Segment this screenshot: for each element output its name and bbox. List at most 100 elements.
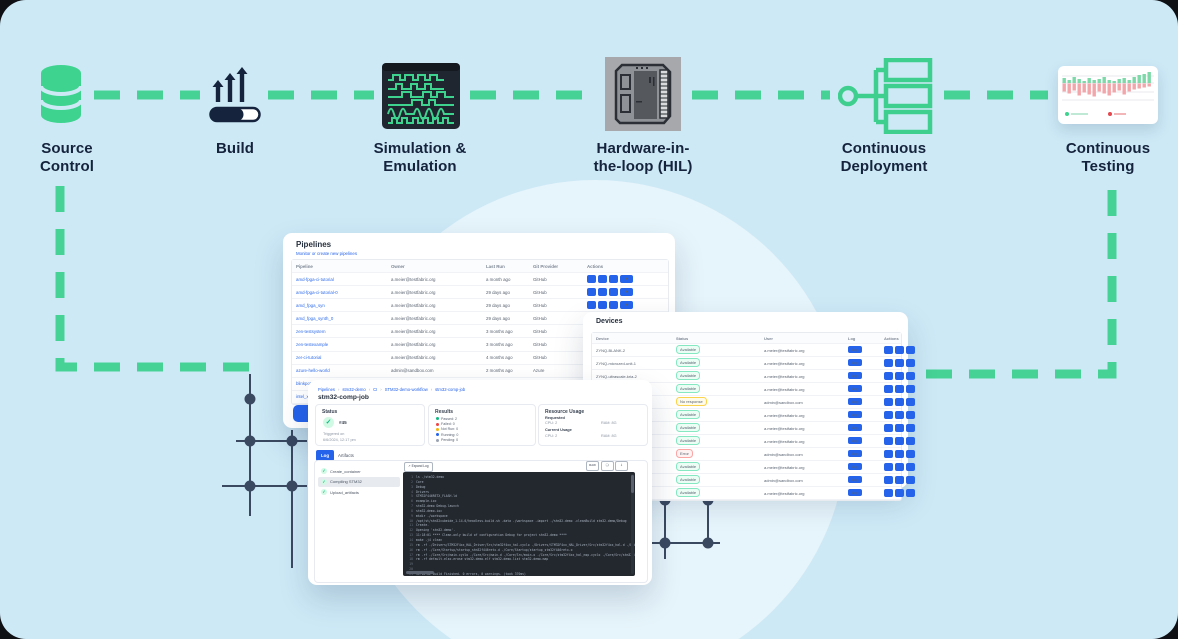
breadcrumb-item[interactable]: Pipelines — [318, 387, 335, 392]
device-action-button[interactable] — [884, 372, 893, 380]
col-device: Device — [596, 335, 609, 341]
pipeline-link[interactable]: amd-fpga-ci-tutorial-0 — [296, 289, 338, 295]
device-status-badge: Available — [676, 436, 701, 445]
device-log-button[interactable]: Log — [848, 358, 862, 367]
pipeline-git-provider: GitHub — [533, 328, 547, 334]
step-check-icon: ✓ — [321, 489, 327, 496]
device-log-button[interactable]: Log — [848, 397, 862, 406]
device-action-button[interactable] — [906, 385, 915, 393]
pipeline-owner: a.meier@testfabric.org — [391, 328, 436, 334]
device-action-button[interactable] — [895, 346, 904, 354]
device-log-button[interactable]: Log — [848, 345, 862, 354]
device-action-button[interactable] — [906, 398, 915, 406]
device-action-button[interactable] — [895, 489, 904, 497]
breadcrumb-separator: › — [368, 387, 371, 392]
pipeline-action-edit-button[interactable] — [609, 301, 618, 309]
device-action-button[interactable] — [884, 385, 893, 393]
pipeline-action-stop-button[interactable] — [598, 275, 607, 283]
device-log-button[interactable]: Log — [848, 371, 862, 380]
device-action-button[interactable] — [884, 437, 893, 445]
device-action-button[interactable] — [895, 476, 904, 484]
device-action-button[interactable] — [884, 489, 893, 497]
pipeline-link[interactable]: intel_xylinx — [296, 394, 318, 400]
pipeline-action-more-button[interactable]: ▾ — [620, 288, 633, 296]
device-log-button[interactable]: Log — [848, 488, 862, 497]
device-action-button[interactable] — [884, 346, 893, 354]
pipeline-link[interactable]: zen-testsystem — [296, 328, 326, 334]
device-action-button[interactable] — [884, 450, 893, 458]
device-action-button[interactable] — [906, 424, 915, 432]
breadcrumb-item[interactable]: stm32-comp-job — [435, 387, 466, 392]
pipeline-link[interactable]: zen-testexample — [296, 342, 329, 348]
device-log-button[interactable]: Log — [848, 384, 862, 393]
device-action-button[interactable] — [884, 424, 893, 432]
tab-log[interactable]: Log — [316, 450, 334, 461]
device-log-button[interactable]: Log — [848, 410, 862, 419]
pipeline-action-edit-button[interactable] — [609, 288, 618, 296]
device-log-button[interactable]: Log — [848, 462, 862, 471]
pipeline-action-stop-button[interactable] — [598, 288, 607, 296]
device-action-button[interactable] — [895, 463, 904, 471]
console-line-text: stm32-demo.ioc — [416, 508, 443, 513]
device-action-button[interactable] — [895, 372, 904, 380]
pipeline-link[interactable]: azure-hello-world — [296, 368, 330, 374]
raw-button[interactable]: RAW — [586, 461, 599, 471]
job-step[interactable]: ✓Compiling STM32 — [318, 476, 400, 488]
pipeline-action-stop-button[interactable] — [598, 301, 607, 309]
pipeline-link[interactable]: zer-ci-tutorial — [296, 355, 322, 361]
pipeline-action-play-button[interactable] — [587, 288, 596, 296]
pipeline-action-more-button[interactable]: ▾ — [620, 275, 633, 283]
download-log-button[interactable]: ⇩ — [615, 461, 628, 471]
pipelines-subtitle-link[interactable]: Monitor or create new pipelines — [296, 251, 358, 256]
device-user: a.meier@testfabric.org — [764, 347, 805, 353]
device-action-button[interactable] — [895, 385, 904, 393]
copy-log-button[interactable]: ❏ — [600, 461, 614, 471]
pipeline-link[interactable]: amd_fpga_synth_0 — [296, 315, 334, 321]
device-action-button[interactable] — [906, 489, 915, 497]
pipeline-action-edit-button[interactable] — [609, 275, 618, 283]
breadcrumb-item[interactable]: CI — [373, 387, 378, 392]
job-step[interactable]: ✓Create_container — [318, 466, 400, 477]
device-action-button[interactable] — [884, 411, 893, 419]
console-hscrollbar[interactable] — [406, 571, 434, 574]
breadcrumb-item[interactable]: stm32-demo — [342, 387, 366, 392]
device-action-button[interactable] — [906, 346, 915, 354]
device-action-button[interactable] — [906, 476, 915, 484]
device-action-button[interactable] — [884, 463, 893, 471]
pipeline-link[interactable]: blinkpot — [296, 381, 312, 387]
pipeline-link[interactable]: amd_fpga_syn — [296, 302, 325, 308]
device-action-button[interactable] — [884, 359, 893, 367]
tab-artifacts[interactable]: Artifacts — [338, 453, 354, 458]
device-action-button[interactable] — [906, 450, 915, 458]
pipeline-action-more-button[interactable]: ▾ — [620, 301, 633, 309]
device-action-button[interactable] — [906, 411, 915, 419]
device-action-button[interactable] — [906, 359, 915, 367]
pipeline-action-play-button[interactable] — [587, 301, 596, 309]
device-action-button[interactable] — [895, 450, 904, 458]
device-action-button[interactable] — [906, 463, 915, 471]
expand-log-button[interactable]: ↗ Expand Log — [404, 462, 433, 472]
device-action-button[interactable] — [906, 437, 915, 445]
device-action-button[interactable] — [895, 424, 904, 432]
device-action-button[interactable] — [884, 476, 893, 484]
col-actions: Actions — [587, 263, 604, 269]
pipeline-action-play-button[interactable] — [587, 275, 596, 283]
device-log-button[interactable]: Log — [848, 436, 862, 445]
job-step[interactable]: ✓Upload_artifacts — [318, 487, 400, 498]
device-log-button[interactable]: Log — [848, 449, 862, 458]
device-log-button[interactable]: Log — [848, 475, 862, 484]
device-action-button[interactable] — [906, 372, 915, 380]
console-vscrollbar[interactable] — [631, 474, 634, 574]
device-action-button[interactable] — [895, 411, 904, 419]
device-action-button[interactable] — [895, 437, 904, 445]
device-log-button[interactable]: Log — [848, 423, 862, 432]
device-user: a.meier@testfabric.org — [764, 438, 805, 444]
device-action-button[interactable] — [895, 398, 904, 406]
device-action-button[interactable] — [884, 398, 893, 406]
device-action-button[interactable] — [895, 359, 904, 367]
console-vscrollbar-thumb[interactable] — [631, 475, 634, 493]
pipeline-link[interactable]: amd-fpga-ci-tutorial — [296, 276, 334, 282]
breadcrumb-item[interactable]: STM32-demo-workflow — [384, 387, 428, 392]
